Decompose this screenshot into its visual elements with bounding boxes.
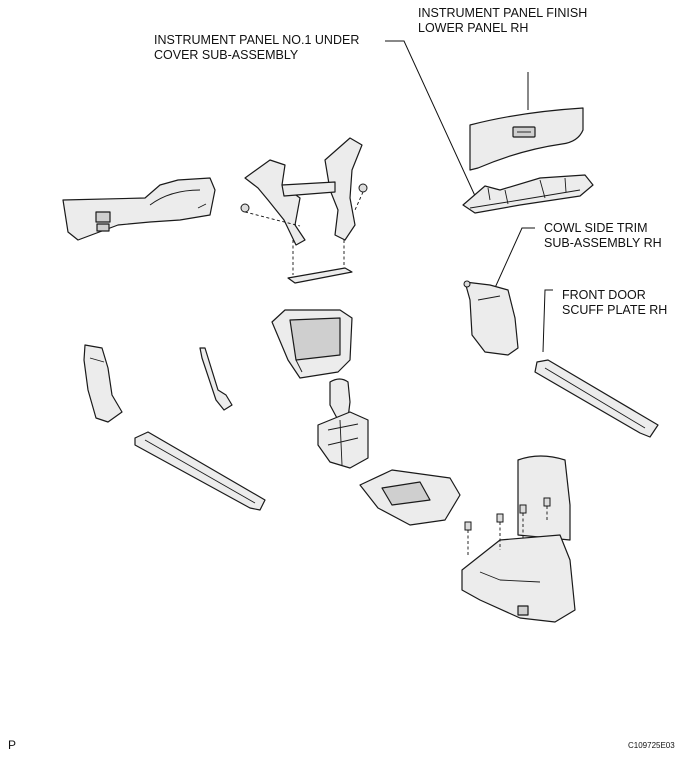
page-letter: P: [8, 738, 17, 752]
shift-lever-part: [317, 378, 369, 469]
upper-console-panel-part: [271, 309, 353, 379]
leader-under-cover: [385, 40, 477, 199]
left-lower-panel-part: [62, 177, 216, 241]
scuff-plate-rh-part: [534, 359, 659, 438]
label-finish-lower-panel-line1: INSTRUMENT PANEL FINISH: [418, 6, 588, 20]
leader-scuff-plate: [542, 289, 553, 353]
label-under-cover-line1: INSTRUMENT PANEL NO.1 UNDER: [154, 33, 360, 47]
pillar-strip-part: [199, 347, 233, 411]
left-cowl-trim-part: [83, 344, 123, 423]
scuff-plate-lh-part: [134, 431, 266, 511]
label-under-cover: INSTRUMENT PANEL NO.1 UNDER COVER SUB-AS…: [154, 33, 359, 63]
label-finish-lower-panel: INSTRUMENT PANEL FINISH LOWER PANEL RH: [418, 6, 587, 36]
under-cover-part: [462, 174, 594, 214]
label-scuff-plate: FRONT DOOR SCUFF PLATE RH: [562, 288, 667, 318]
label-cowl-side-trim-line1: COWL SIDE TRIM: [544, 221, 648, 235]
leader-cowl-side-trim: [493, 227, 535, 291]
console-box-part: [461, 455, 576, 623]
cowl-side-trim-part: [463, 280, 519, 356]
label-cowl-side-trim: COWL SIDE TRIM SUB-ASSEMBLY RH: [544, 221, 662, 251]
label-under-cover-line2: COVER SUB-ASSEMBLY: [154, 48, 299, 62]
lower-console-base-part: [359, 469, 461, 526]
label-scuff-plate-line2: SCUFF PLATE RH: [562, 303, 668, 317]
label-finish-lower-panel-line2: LOWER PANEL RH: [418, 21, 529, 35]
label-cowl-side-trim-line2: SUB-ASSEMBLY RH: [544, 236, 662, 250]
figure-code: C109725E03: [628, 741, 675, 750]
center-lower-bracket-part: [240, 137, 368, 284]
label-scuff-plate-line1: FRONT DOOR: [562, 288, 646, 302]
finish-lower-panel-part: [469, 107, 584, 171]
